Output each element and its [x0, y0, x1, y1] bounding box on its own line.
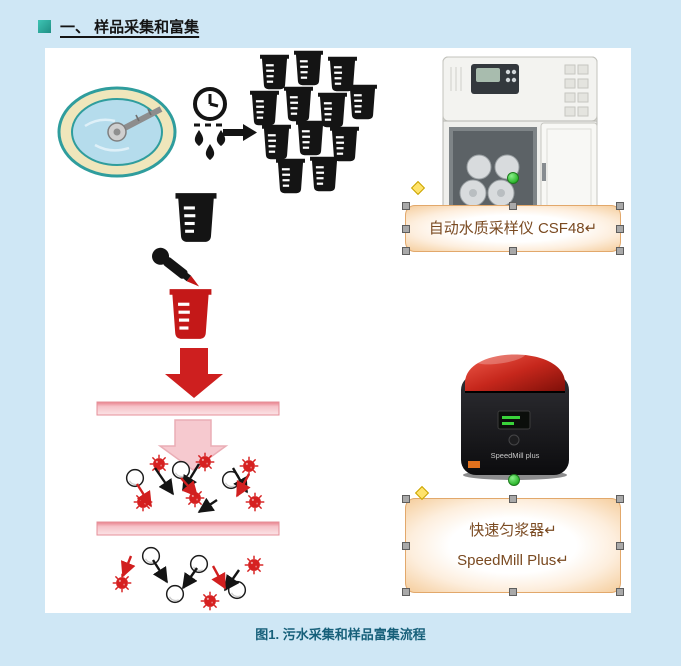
homogenizer-label-line1[interactable]: 快速匀浆器↵: [469, 521, 557, 539]
section-bullet-icon: [38, 20, 51, 33]
clock-icon: [193, 87, 227, 121]
selection-handle[interactable]: [509, 202, 517, 210]
mixing-arrows-top: [135, 463, 251, 513]
selection-handle[interactable]: [616, 224, 624, 233]
arrow-right-icon: [223, 124, 257, 141]
pink-arrow-down-icon: [157, 419, 229, 471]
homogenizer-image[interactable]: SpeedMill plus: [440, 337, 590, 482]
sampler-label-box[interactable]: 自动水质采样仪 CSF48↵: [402, 202, 624, 255]
selection-handle[interactable]: [509, 247, 517, 255]
selection-handle[interactable]: [402, 202, 410, 210]
selection-handle[interactable]: [616, 247, 624, 255]
section-heading-text: 一、 样品采集和富集: [60, 19, 200, 36]
selection-handle[interactable]: [402, 588, 410, 596]
homogenizer-label-box[interactable]: 快速匀浆器↵ SpeedMill Plus↵: [402, 495, 624, 596]
selection-handle[interactable]: [402, 224, 410, 233]
selection-handle[interactable]: [616, 588, 624, 596]
device-label: SpeedMill plus: [491, 451, 540, 460]
selection-handle[interactable]: [402, 247, 410, 255]
figure-caption: 图1. 污水采集和样品富集流程: [255, 627, 426, 642]
figure-panel: 自动水质采样仪 CSF48↵: [45, 48, 631, 613]
membrane-bar-1: [96, 401, 280, 416]
red-arrow-down-icon: [165, 348, 223, 398]
dropper-icon: [152, 247, 200, 287]
beaker-cluster-icon: [250, 50, 377, 194]
mixing-arrows-bottom: [120, 555, 240, 592]
selection-handle[interactable]: [616, 541, 624, 550]
black-beaker-icon: [175, 193, 217, 242]
sedimentation-tank-icon: [57, 86, 177, 178]
rotation-handle[interactable]: [507, 172, 519, 184]
selection-handle[interactable]: [509, 588, 517, 596]
red-beaker-icon: [169, 289, 212, 339]
flow-diagram: [57, 50, 377, 612]
homogenizer-label-line2[interactable]: SpeedMill Plus↵: [457, 551, 569, 569]
section-heading: 一、 样品采集和富集: [38, 16, 199, 37]
autosampler-image[interactable]: [415, 55, 625, 227]
selection-handle[interactable]: [616, 495, 624, 503]
selection-handle[interactable]: [509, 495, 517, 503]
water-drop-icons: [194, 130, 226, 160]
brand-logo-icon: [468, 461, 480, 468]
selection-handle[interactable]: [402, 495, 410, 503]
selection-handle[interactable]: [616, 202, 624, 210]
rotation-handle[interactable]: [508, 474, 520, 486]
sampler-label[interactable]: 自动水质采样仪 CSF48↵: [428, 219, 598, 237]
membrane-bar-2: [96, 521, 280, 536]
selection-handle[interactable]: [402, 541, 410, 550]
